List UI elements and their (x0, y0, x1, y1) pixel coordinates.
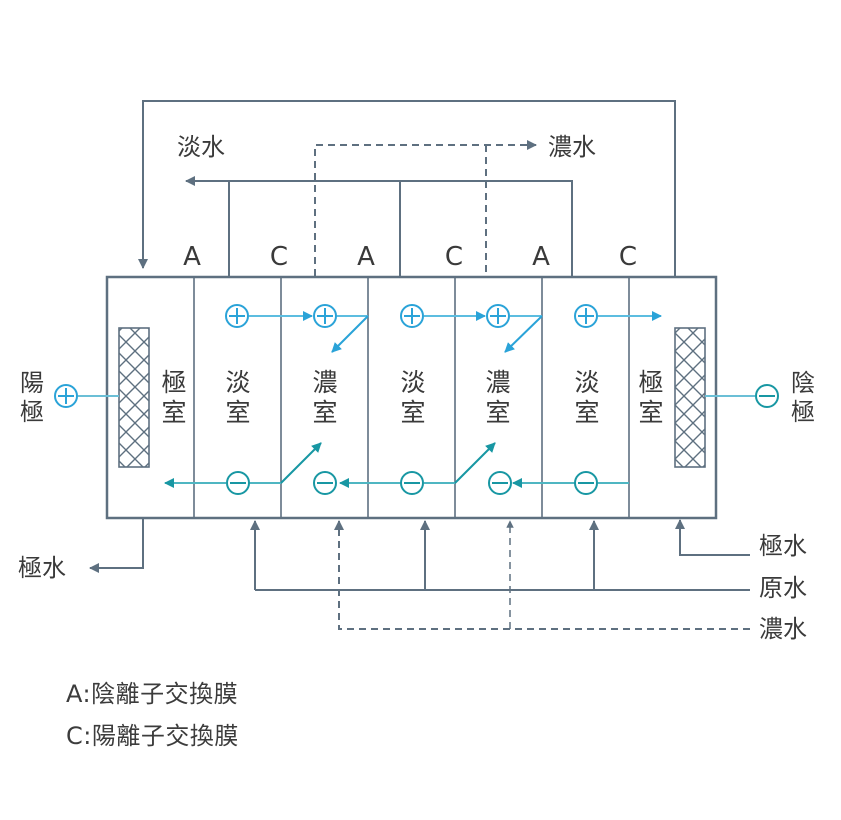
anion-icons (226, 471, 598, 495)
chamber-label: 室 (400, 398, 425, 427)
anion-icon (574, 471, 598, 495)
chamber-label: 淡 (225, 368, 250, 397)
anode-electrode (118, 327, 150, 468)
anode-label-char2: 極 (20, 398, 44, 426)
membrane-label: C (445, 242, 463, 272)
chamber-label: 淡 (574, 368, 599, 397)
chamber-label: 極 (638, 368, 663, 397)
chamber-label: 室 (312, 398, 337, 427)
anode-terminal-icon (54, 384, 78, 408)
concentrate-out-line (314, 140, 537, 276)
concentrate-in-header (334, 520, 750, 630)
cation-icon (400, 304, 424, 328)
concentrate-in-label: 濃水 (759, 615, 807, 643)
membrane-label: A (357, 242, 375, 272)
chamber-label: 濃 (312, 368, 337, 397)
membrane-label: A (183, 242, 201, 272)
anion-icon (400, 471, 424, 495)
anion-icon (226, 471, 250, 495)
electrode-water-in-line (675, 519, 750, 556)
cathode-terminal-icon (755, 384, 779, 408)
chamber-label: 室 (638, 398, 663, 427)
membrane-label: C (270, 242, 288, 272)
electrode-water-out-label: 極水 (18, 554, 66, 582)
chamber-label: 室 (161, 398, 186, 427)
cation-paths (249, 311, 662, 353)
anion-icon (313, 471, 337, 495)
fresh-water-out-label: 淡水 (177, 133, 225, 161)
fresh-water-collector (185, 176, 573, 276)
legend-anion-membrane: A:陰離子交換膜 (66, 680, 239, 708)
chamber-label: 室 (485, 398, 510, 427)
legend-cation-membrane: C:陽離子交換膜 (66, 722, 239, 750)
anion-paths (164, 442, 629, 488)
chamber-label: 濃 (485, 368, 510, 397)
cathode-label-char1: 陰 (791, 369, 815, 397)
electrode-water-top-loop (138, 100, 676, 276)
anion-icon (488, 471, 512, 495)
membrane-labels: A C A C A C (183, 242, 637, 272)
raw-water-in-label: 原水 (759, 574, 807, 602)
cation-icon (225, 304, 249, 328)
membrane-label: A (532, 242, 550, 272)
chamber-label: 淡 (400, 368, 425, 397)
cation-icon (486, 304, 510, 328)
cation-icons (225, 304, 598, 328)
cathode-electrode (674, 327, 706, 468)
electrode-water-in-label: 極水 (759, 532, 807, 560)
cation-icon (313, 304, 337, 328)
electrode-water-out-line (89, 518, 144, 573)
concentrate-out-label: 濃水 (548, 133, 596, 161)
chamber-labels: 極 室 淡 室 濃 室 淡 室 濃 室 淡 室 極 室 (161, 368, 663, 427)
cation-icon (574, 304, 598, 328)
membrane-label: C (619, 242, 637, 272)
chamber-label: 極 (161, 368, 186, 397)
anode-label-char1: 陽 (20, 369, 44, 397)
chamber-label: 室 (225, 398, 250, 427)
cathode-label-char2: 極 (791, 398, 815, 426)
chamber-label: 室 (574, 398, 599, 427)
